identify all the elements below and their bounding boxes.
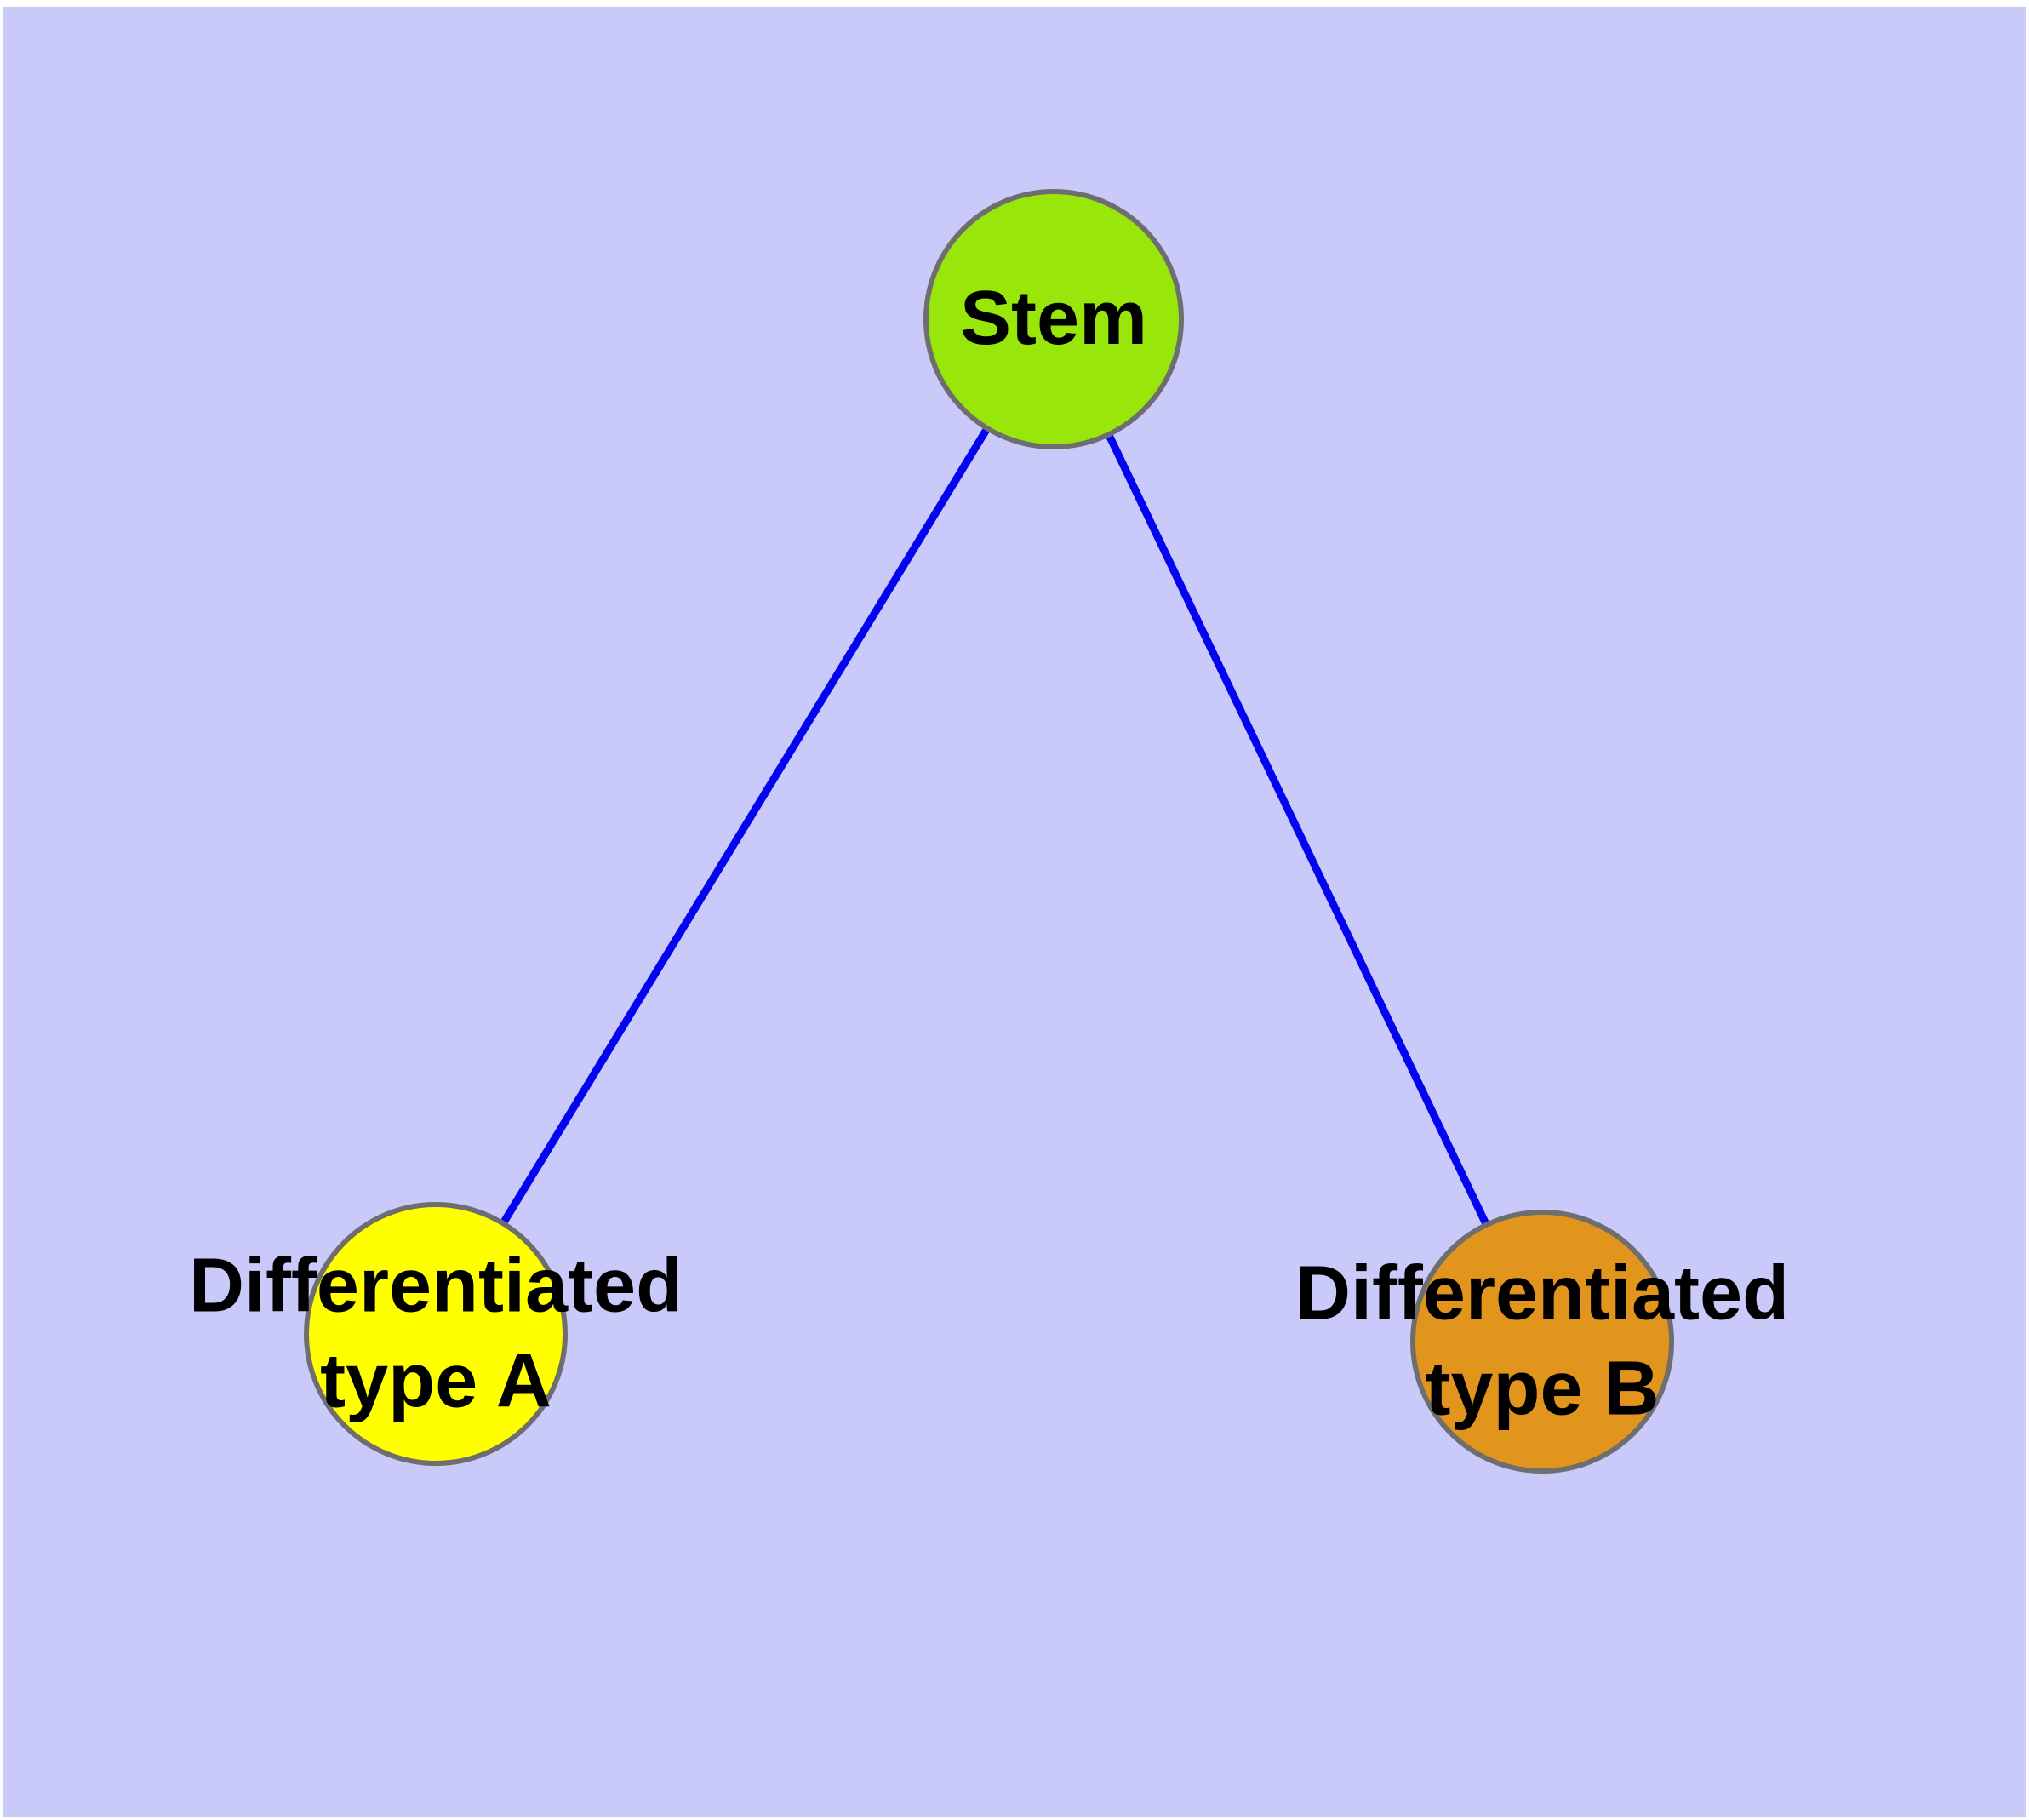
node-label-stem: Stem (959, 276, 1148, 362)
node-differentiated-type-b (1410, 1210, 1674, 1474)
node-label-differentiated-type-a: Differentiated type A (188, 1243, 683, 1423)
edge-stem-typeB (1106, 435, 1489, 1225)
node-stem (923, 189, 1184, 449)
node-differentiated-type-a (304, 1202, 568, 1466)
edge-stem-typeA (500, 428, 990, 1223)
node-label-differentiated-type-b: Differentiated type B (1295, 1251, 1790, 1431)
